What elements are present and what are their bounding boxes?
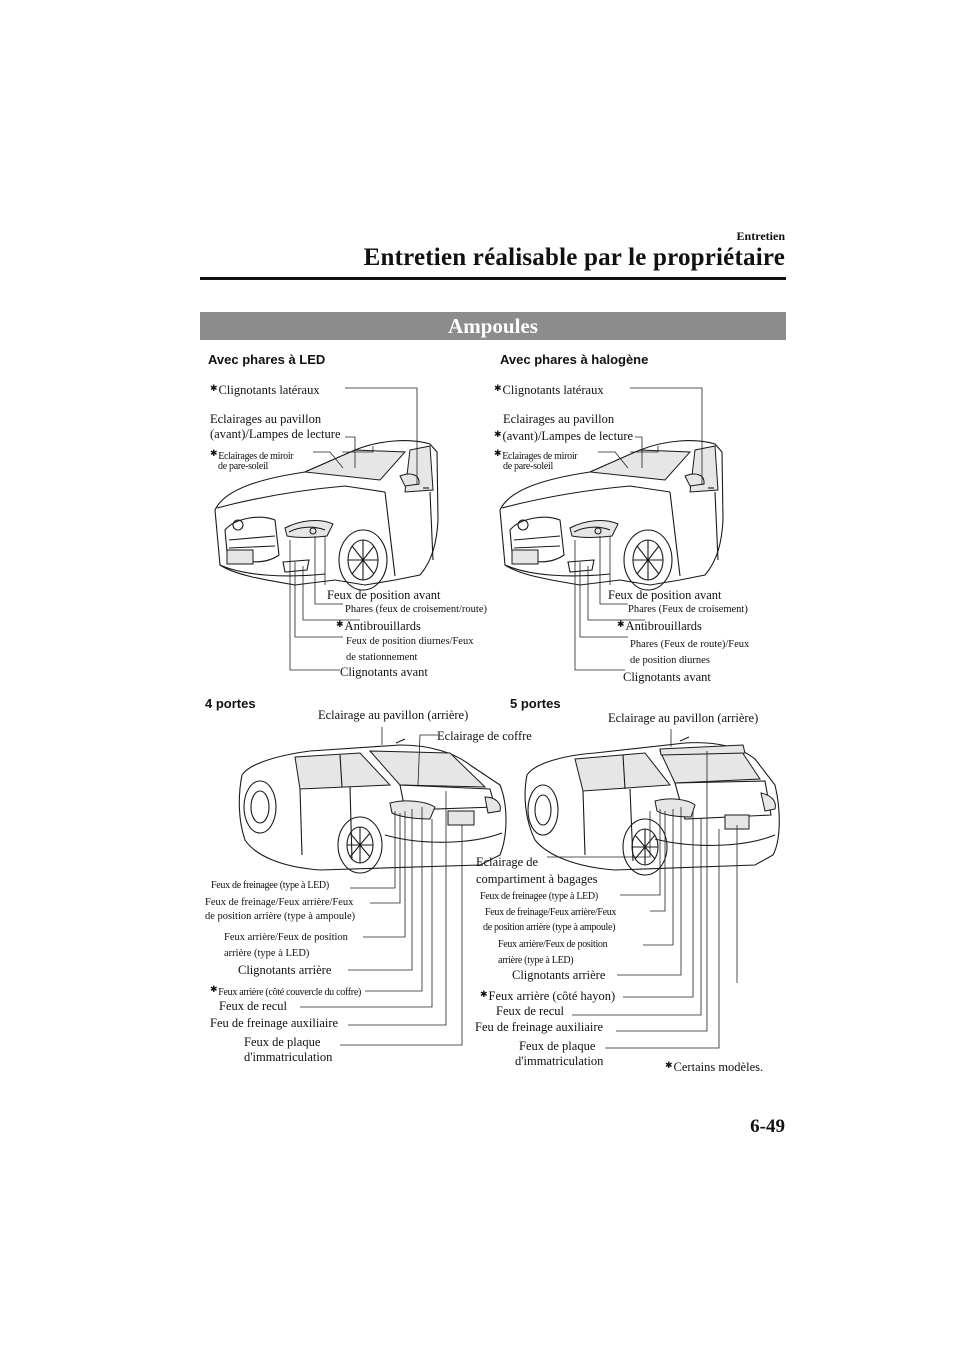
rear4-heading: 4 portes — [205, 696, 256, 711]
asterisk-icon: ✱ — [494, 448, 502, 458]
led-label-clignotants-avant: Clignotants avant — [340, 665, 428, 679]
rear4-label-freinage-aux: Feu de freinage auxiliaire — [210, 1016, 339, 1030]
page-number: 6-49 — [750, 1116, 785, 1137]
hal-label-phares-route-2: de position diurnes — [630, 655, 710, 666]
rear4-label-arriere-led-1: Feux arrière/Feux de position — [224, 932, 348, 943]
rear5-label-pavillon-arriere: Eclairage au pavillon (arrière) — [608, 711, 759, 725]
hal-label-antibrouillards: ✱Antibrouillards — [617, 619, 702, 633]
led-label-miroir-1: ✱Eclairages de miroir — [210, 448, 294, 462]
rear5-label-freinage-aux: Feu de freinage auxiliaire — [475, 1020, 604, 1034]
asterisk-icon: ✱ — [210, 984, 218, 994]
rear4-label-plaque-2: d'immatriculation — [244, 1050, 333, 1064]
halogen-heading: Avec phares à halogène — [500, 352, 649, 367]
header-rule — [200, 277, 786, 280]
led-label-eclairages-pavillon-2: (avant)/Lampes de lecture — [210, 427, 341, 441]
asterisk-icon: ✱ — [494, 429, 502, 439]
rear5-label-hayon: ✱Feux arrière (côté hayon) — [480, 989, 616, 1003]
rear4-label-recul: Feux de recul — [219, 999, 288, 1013]
hal-label-eclairages-pavillon-2: ✱(avant)/Lampes de lecture — [494, 429, 634, 443]
hal-label-miroir-1: ✱Eclairages de miroir — [494, 448, 578, 462]
rear4-label-couvercle: ✱Feux arrière (côté couvercle du coffre) — [210, 984, 361, 998]
rear5-label-freinage-led: Feux de freinagee (type à LED) — [480, 891, 598, 902]
rear5-label-compartiment-2: compartiment à bagages — [476, 872, 598, 886]
section-small-title: Entretien — [736, 229, 785, 243]
led-label-phares: Phares (feux de croisement/route) — [345, 604, 487, 615]
led-label-diurnes-1: Feux de position diurnes/Feux — [346, 636, 474, 647]
rear4-label-plaque-1: Feux de plaque — [244, 1035, 321, 1049]
led-label-eclairages-pavillon-1: Eclairages au pavillon — [210, 412, 322, 426]
rear5-label-arriere-led-2: arrière (type à LED) — [498, 955, 574, 966]
led-label-feux-position-avant: Feux de position avant — [327, 588, 441, 602]
rear5-heading: 5 portes — [510, 696, 561, 711]
hal-label-clignotants-avant: Clignotants avant — [623, 670, 711, 684]
led-label-antibrouillards: ✱Antibrouillards — [336, 619, 421, 633]
footnote-certains-modeles: ✱Certains modèles. — [665, 1060, 764, 1074]
asterisk-icon: ✱ — [210, 383, 218, 393]
led-front-car-illustration — [214, 387, 439, 671]
rear5-car-illustration — [524, 729, 780, 1049]
ampoules-banner: Ampoules — [200, 312, 786, 340]
rear5-label-clignotants-arriere: Clignotants arrière — [512, 968, 606, 982]
led-label-diurnes-2: de stationnement — [346, 652, 418, 663]
hal-label-eclairages-pavillon-1: Eclairages au pavillon — [503, 412, 615, 426]
rear4-car-illustration — [238, 727, 507, 1046]
rear5-label-freinage-ampoule-2: de position arrière (type à ampoule) — [483, 922, 616, 933]
rear4-label-freinage-ampoule-1: Feux de freinage/Feux arrière/Feux — [205, 897, 354, 908]
halogen-front-car-illustration — [499, 387, 724, 671]
rear4-label-freinage-led: Feux de freinagee (type à LED) — [211, 880, 329, 891]
hal-label-phares-route-1: Phares (Feux de route)/Feux — [630, 639, 750, 650]
rear4-label-clignotants-arriere: Clignotants arrière — [238, 963, 332, 977]
hal-label-miroir-2: de pare-soleil — [503, 461, 553, 472]
rear5-label-recul: Feux de recul — [496, 1004, 565, 1018]
rear4-label-arriere-led-2: arrière (type à LED) — [224, 948, 310, 959]
asterisk-icon: ✱ — [336, 619, 344, 629]
rear5-label-plaque-1: Feux de plaque — [519, 1039, 596, 1053]
asterisk-icon: ✱ — [210, 448, 218, 458]
asterisk-icon: ✱ — [494, 383, 502, 393]
asterisk-icon: ✱ — [665, 1060, 673, 1070]
rear4-label-coffre: Eclairage de coffre — [437, 729, 532, 743]
rear4-label-freinage-ampoule-2: de position arrière (type à ampoule) — [205, 911, 356, 922]
section-title: Entretien réalisable par le propriétaire — [363, 244, 785, 271]
led-label-miroir-2: de pare-soleil — [218, 461, 268, 472]
asterisk-icon: ✱ — [480, 989, 488, 999]
hal-label-clignotants-lateraux: ✱Clignotants latéraux — [494, 383, 604, 397]
rear4-label-pavillon-arriere: Eclairage au pavillon (arrière) — [318, 708, 469, 722]
asterisk-icon: ✱ — [617, 619, 625, 629]
hal-label-feux-position-avant: Feux de position avant — [608, 588, 722, 602]
rear5-label-compartiment-1: Eclairage de — [476, 855, 539, 869]
rear5-label-arriere-led-1: Feux arrière/Feux de position — [498, 939, 608, 950]
hal-label-phares-croisement: Phares (Feux de croisement) — [628, 604, 748, 615]
rear5-label-freinage-ampoule-1: Feux de freinage/Feux arrière/Feux — [485, 907, 617, 918]
led-heading: Avec phares à LED — [208, 352, 326, 367]
led-label-clignotants-lateraux: ✱Clignotants latéraux — [210, 383, 320, 397]
rear5-label-plaque-2: d'immatriculation — [515, 1054, 604, 1068]
